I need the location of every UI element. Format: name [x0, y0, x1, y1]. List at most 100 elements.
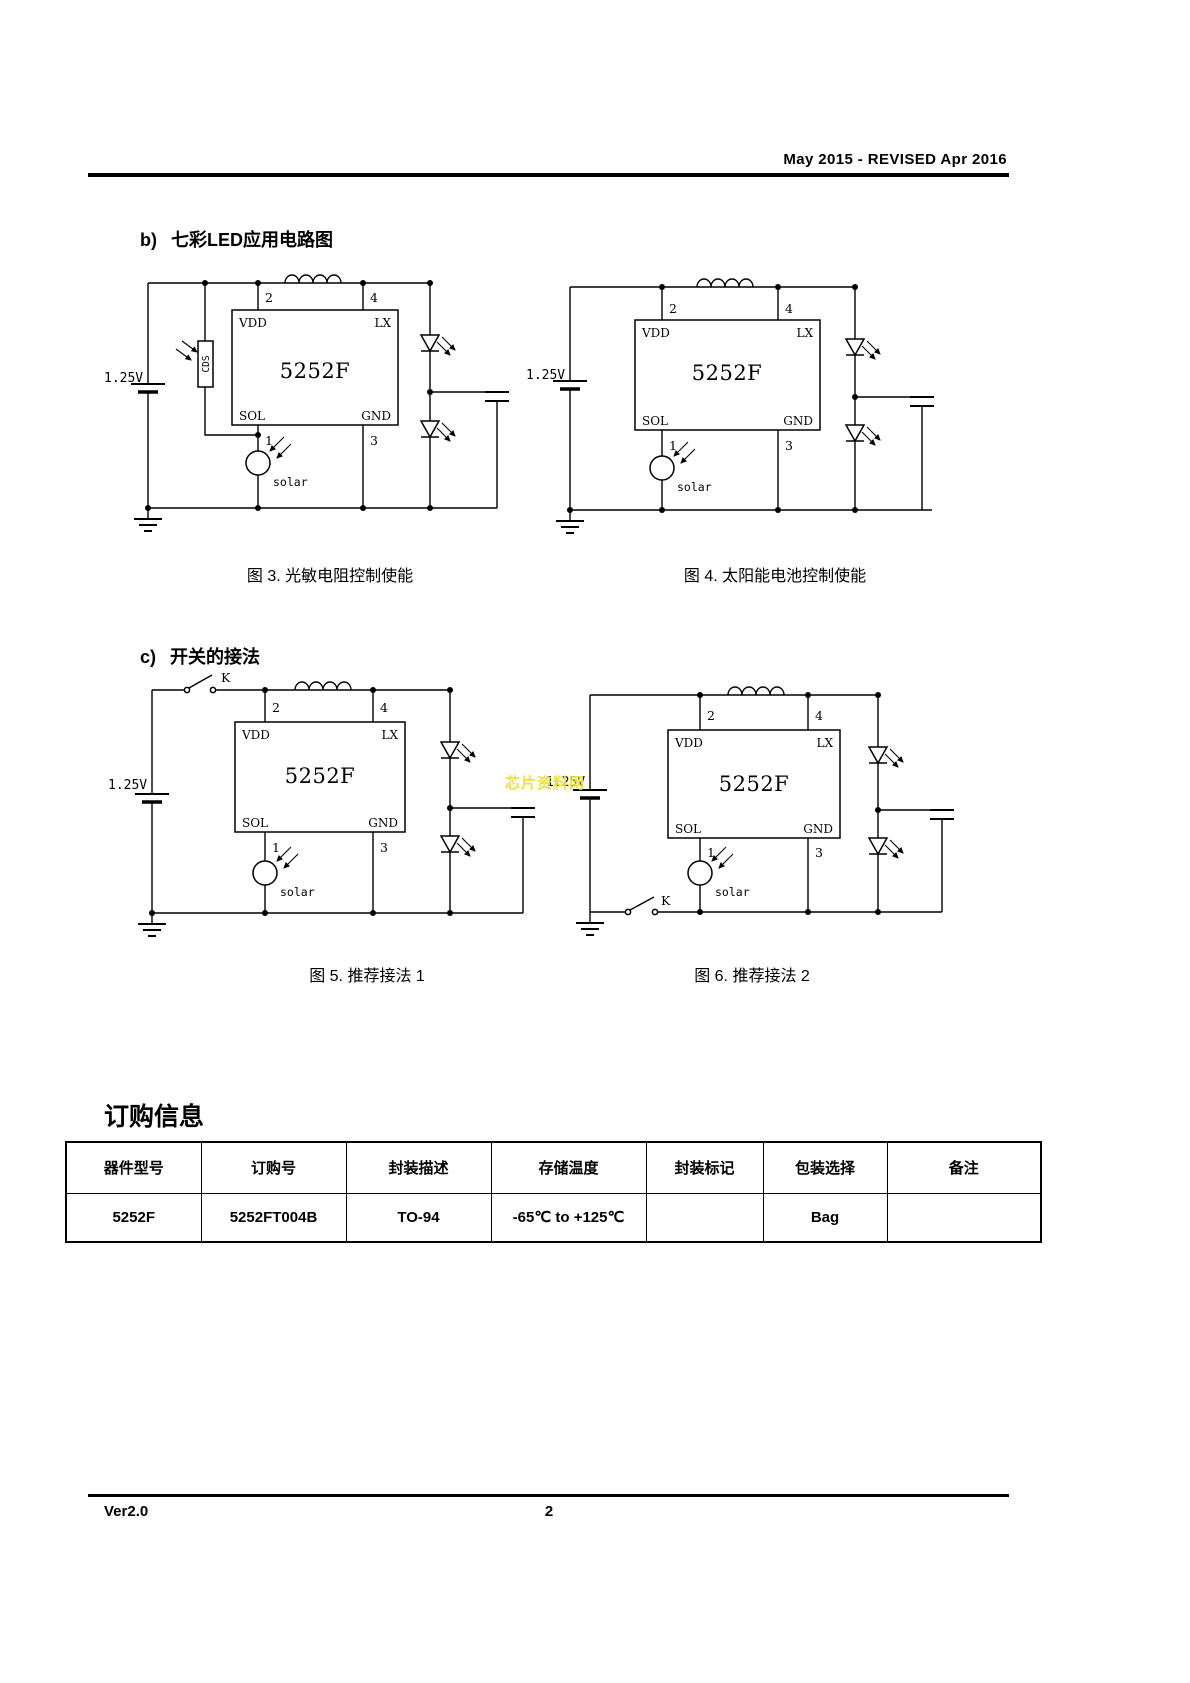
header-rule — [88, 173, 1009, 177]
led-icon — [844, 424, 881, 446]
solar-label: solar — [677, 480, 712, 494]
figure-3-circuit-diagram: 1.25V 5252F VDD LX SOL GND 2 4 1 3 CDS s… — [104, 274, 509, 532]
ic-part-number: 5252F — [285, 764, 356, 788]
version-label: Ver2.0 — [104, 1503, 149, 1520]
pin-label-vdd: VDD — [641, 326, 670, 340]
ic-body — [634, 319, 821, 431]
pin-label-sol: SOL — [242, 816, 268, 830]
column-header-marking: 封装标记 — [645, 1141, 764, 1194]
capacitor-symbol — [511, 807, 535, 818]
junction-dots — [149, 687, 453, 916]
switch-icon — [183, 674, 217, 694]
battery-symbol — [135, 793, 169, 804]
pin-label-gnd: GND — [361, 409, 391, 423]
column-header-storage-temp: 存储温度 — [490, 1141, 647, 1194]
solar-label: solar — [273, 475, 308, 489]
pin-number-lx: 4 — [380, 700, 388, 715]
pin-number-vdd: 2 — [272, 700, 280, 715]
figure-5-caption: 图 5. 推荐接法 1 — [309, 968, 425, 985]
capacitor-symbol — [485, 391, 509, 402]
revision-date: May 2015 - REVISED Apr 2016 — [783, 151, 1007, 168]
section-b-text: 七彩LED应用电路图 — [171, 230, 333, 250]
section-c-text: 开关的接法 — [170, 647, 261, 667]
ordering-info-title: 订购信息 — [104, 1103, 205, 1131]
led-icon — [844, 338, 881, 360]
ic-body — [234, 721, 406, 833]
battery-symbol — [553, 380, 587, 391]
ordering-table: 器件型号 订购号 封装描述 存储温度 封装标记 包装选择 备注 5252F 52… — [65, 1141, 1042, 1243]
inductor-symbol — [294, 681, 352, 691]
cell-notes — [886, 1192, 1042, 1243]
junction-dots — [567, 284, 858, 513]
solar-label: solar — [280, 885, 315, 899]
pin-number-vdd: 2 — [265, 290, 273, 305]
cell-storage-temp: -65℃ to +125℃ — [490, 1192, 647, 1243]
inductor-symbol — [284, 274, 342, 284]
pin-number-gnd: 3 — [785, 438, 793, 453]
figure-6-caption: 图 6. 推荐接法 2 — [694, 968, 810, 985]
pin-number-vdd: 2 — [669, 301, 677, 316]
battery-symbol — [131, 383, 165, 394]
battery-symbol — [573, 789, 607, 800]
switch-icon — [624, 896, 659, 916]
pin-label-gnd: GND — [803, 822, 833, 836]
pin-number-sol: 1 — [707, 845, 715, 860]
pin-label-gnd: GND — [783, 414, 813, 428]
pin-label-sol: SOL — [675, 822, 701, 836]
ground-icon — [134, 508, 162, 532]
pin-label-sol: SOL — [642, 414, 668, 428]
watermark: 芯片资料网 — [505, 775, 586, 792]
led-icon — [419, 334, 456, 356]
column-header-packing: 包装选择 — [762, 1141, 888, 1194]
ordering-table-header-row: 器件型号 订购号 封装描述 存储温度 封装标记 包装选择 备注 — [65, 1141, 1042, 1194]
cell-part: 5252F — [65, 1192, 202, 1243]
pin-label-lx: LX — [381, 728, 398, 742]
figure-4-caption: 图 4. 太阳能电池控制使能 — [683, 568, 867, 585]
pin-number-vdd: 2 — [707, 708, 715, 723]
circuit-wires — [569, 286, 932, 511]
pin-label-lx: LX — [796, 326, 813, 340]
cell-package: TO-94 — [345, 1192, 492, 1243]
pin-number-gnd: 3 — [815, 845, 823, 860]
solar-cell-icon — [649, 441, 696, 481]
pin-number-lx: 4 — [370, 290, 378, 305]
solar-cell-icon — [252, 846, 299, 886]
column-header-notes: 备注 — [886, 1141, 1042, 1194]
battery-voltage-label: 1.25V — [104, 371, 143, 386]
capacitor-symbol — [930, 809, 954, 820]
ordering-table-row: 5252F 5252FT004B TO-94 -65℃ to +125℃ Bag — [65, 1192, 1042, 1243]
cds-photoresistor-icon — [175, 340, 214, 388]
led-icon — [867, 746, 904, 768]
led-icon — [439, 835, 476, 857]
ic-part-number: 5252F — [719, 772, 790, 796]
solar-cell-icon — [245, 436, 292, 476]
ic-body — [667, 729, 841, 839]
pin-number-sol: 1 — [265, 433, 273, 448]
circuit-wires — [589, 694, 943, 913]
cell-packing: Bag — [762, 1192, 888, 1243]
pin-label-vdd: VDD — [238, 316, 267, 330]
pin-number-gnd: 3 — [370, 433, 378, 448]
pin-label-sol: SOL — [239, 409, 265, 423]
section-c-title: c)开关的接法 — [140, 643, 260, 669]
inductor-symbol — [696, 278, 754, 288]
ground-icon — [556, 510, 584, 534]
column-header-order-number: 订购号 — [200, 1141, 347, 1194]
led-icon — [439, 741, 476, 763]
led-icon — [419, 420, 456, 442]
pin-number-lx: 4 — [815, 708, 823, 723]
figure-3-caption: 图 3. 光敏电阻控制使能 — [246, 568, 414, 585]
ic-part-number: 5252F — [692, 361, 763, 385]
footer-rule — [88, 1494, 1009, 1497]
solar-cell-icon — [687, 846, 734, 886]
pin-number-sol: 1 — [669, 438, 677, 453]
pin-label-lx: LX — [816, 736, 833, 750]
junction-dots — [145, 280, 433, 511]
page-number: 2 — [544, 1503, 554, 1520]
figure-6-circuit-diagram: K 1.25V 5252F VDD LX SOL GND 2 4 1 3 sol… — [546, 686, 954, 936]
figure-5-circuit-diagram: K 1.25V 5252F VDD LX SOL GND 2 4 1 3 sol… — [108, 670, 535, 937]
column-header-package: 封装描述 — [345, 1141, 492, 1194]
switch-label: K — [221, 670, 231, 685]
figure-4-circuit-diagram: 1.25V 5252F VDD LX SOL GND 2 4 1 3 solar — [526, 278, 934, 534]
cell-order-number: 5252FT004B — [200, 1192, 347, 1243]
